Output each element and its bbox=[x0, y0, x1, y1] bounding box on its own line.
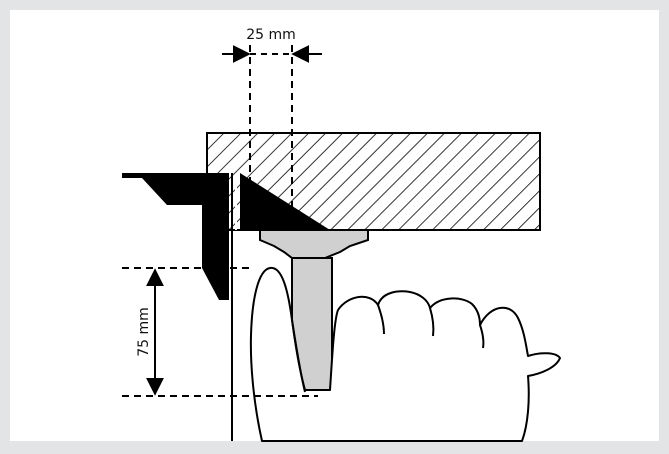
background-band-bottom bbox=[0, 441, 669, 454]
door-profile-left bbox=[122, 173, 229, 300]
background-right-margin bbox=[659, 10, 669, 454]
vertical-gap-label: 75 mm bbox=[136, 307, 152, 357]
background-band-top bbox=[0, 0, 669, 10]
finger-line-3 bbox=[479, 324, 485, 349]
door-profile-wedge bbox=[240, 173, 330, 230]
top-gap-label: 25 mm bbox=[246, 27, 296, 43]
finger-line-2 bbox=[429, 307, 435, 337]
finger-line-1 bbox=[377, 304, 385, 335]
background-left-margin bbox=[0, 10, 10, 454]
thumb-line bbox=[291, 319, 306, 393]
hand-outline bbox=[249, 266, 561, 442]
